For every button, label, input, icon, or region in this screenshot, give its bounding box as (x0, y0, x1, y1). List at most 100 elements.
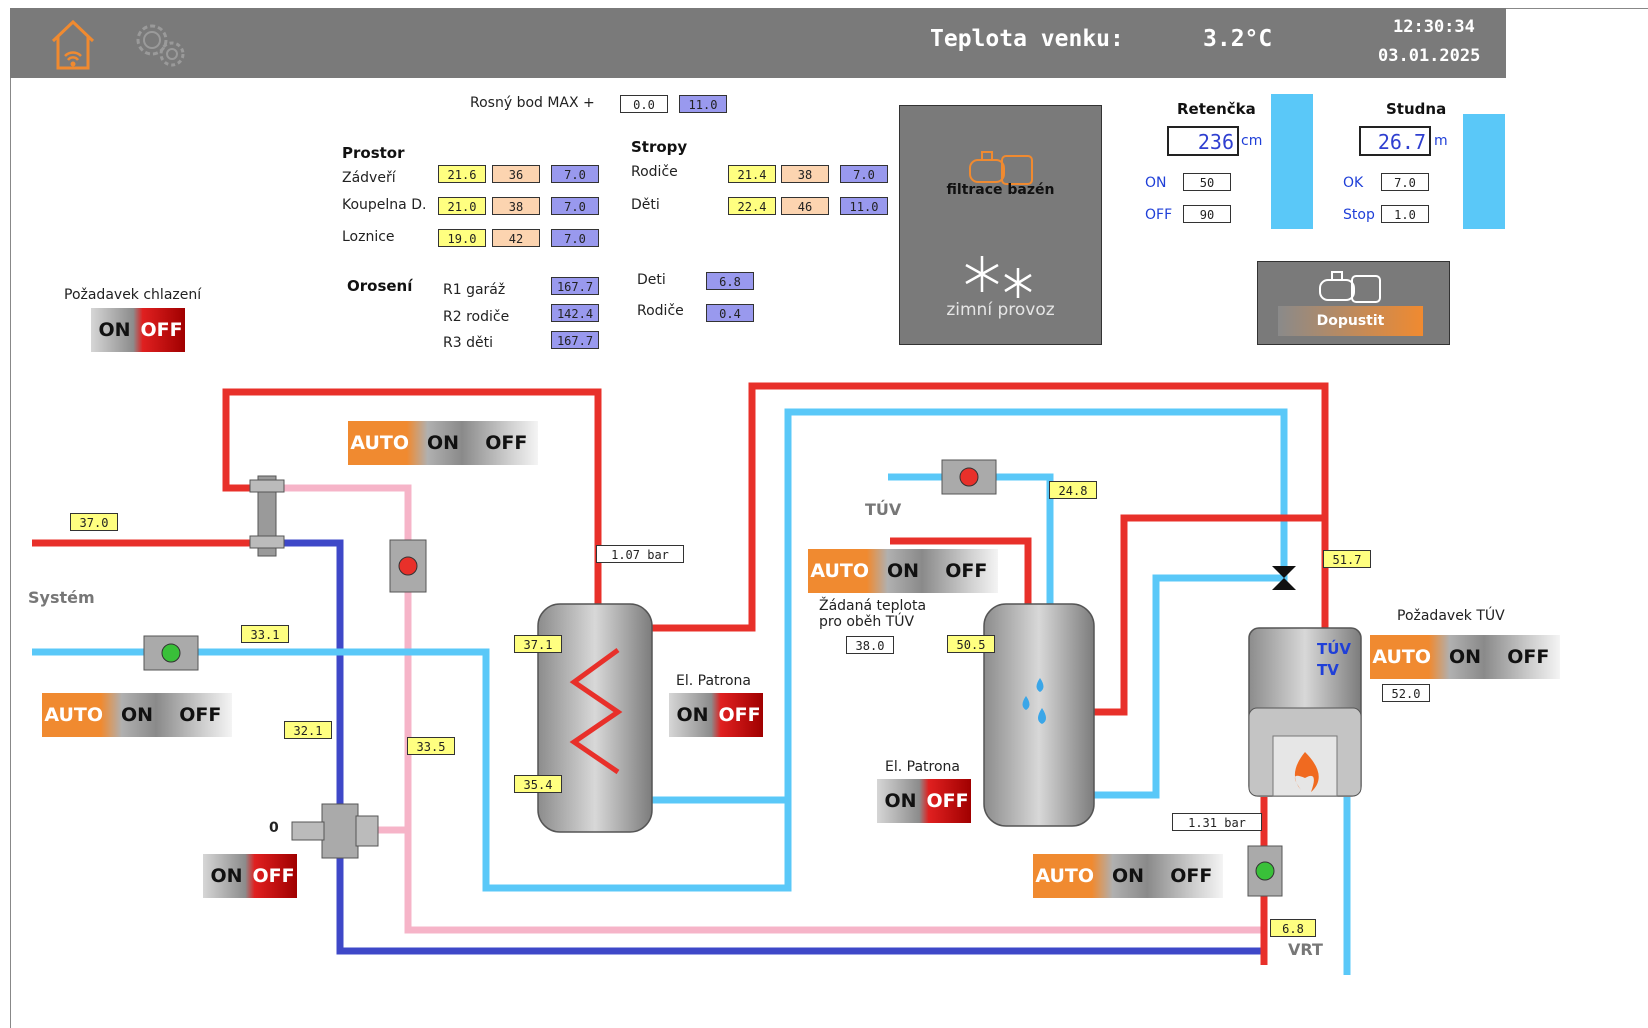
boiler-pressure: 1.31 bar (1172, 813, 1262, 831)
mode-auto[interactable]: AUTO (1372, 646, 1431, 668)
mode-off[interactable]: OFF (485, 432, 528, 454)
studna-stop-value[interactable]: 1.0 (1381, 205, 1429, 223)
valve-on[interactable]: ON (210, 865, 243, 887)
dew-point-label: Rosný bod MAX + (470, 95, 595, 111)
left-border (10, 78, 11, 1028)
tuv-request-temp[interactable]: 38.0 (846, 636, 894, 654)
mode-on[interactable]: ON (426, 432, 460, 454)
vrt-value: 6.8 (1270, 919, 1316, 937)
oroseni-r3-label: R3 děti (443, 335, 493, 351)
heater1-on[interactable]: ON (676, 704, 709, 726)
system-pump-mode-switch[interactable]: AUTO ON OFF (42, 693, 232, 737)
stropy-dew-1: 7.0 (840, 165, 888, 183)
boiler-pump (1247, 845, 1283, 897)
system-pump (143, 635, 199, 671)
heater2-off[interactable]: OFF (926, 790, 969, 812)
prostor-hum-2: 38 (492, 197, 540, 215)
boiler-out-temp: 51.7 (1323, 550, 1371, 568)
system-mix-temp: 32.1 (284, 721, 332, 739)
mode-auto[interactable]: AUTO (1035, 865, 1094, 887)
tuv-demand-value[interactable]: 52.0 (1382, 684, 1430, 702)
buffer-tank (537, 603, 653, 833)
mode-on[interactable]: ON (120, 704, 154, 726)
stropy-title: Stropy (631, 138, 688, 156)
refill-button[interactable]: Dopustit (1278, 306, 1423, 336)
prostor-title: Prostor (342, 144, 405, 162)
tuv-heater-switch[interactable]: ON OFF (877, 779, 971, 823)
mode-off[interactable]: OFF (1170, 865, 1213, 887)
pool-filter-label[interactable]: filtrace bazén (946, 182, 1055, 198)
oroseni-r2-label: R2 rodiče (443, 309, 510, 325)
tuv-circulation-pump (941, 459, 997, 495)
dew-point-max: 11.0 (679, 95, 727, 113)
tuv-request-label-1: Žádaná teplota (819, 598, 927, 614)
cooling-on[interactable]: ON (98, 319, 131, 341)
mode-off[interactable]: OFF (945, 560, 988, 582)
snowflake-icon[interactable] (960, 252, 1040, 302)
stropy-dew-2: 11.0 (840, 197, 888, 215)
pink-circulation-pump (389, 539, 427, 593)
pipe-pink (266, 484, 1264, 934)
refill-panel: Dopustit (1257, 261, 1450, 345)
mode-auto[interactable]: AUTO (44, 704, 103, 726)
prostor-room-2: Koupelna D. (342, 197, 427, 213)
tuv-circulation-mode-switch[interactable]: AUTO ON OFF (808, 549, 998, 593)
retencka-level-value: 236 (1167, 126, 1239, 156)
system-label: Systém (28, 588, 95, 607)
tank1-heater-switch[interactable]: ON OFF (669, 693, 763, 737)
mode-auto[interactable]: AUTO (350, 432, 409, 454)
mode-on[interactable]: ON (1111, 865, 1145, 887)
tuv-heater-label: El. Patrona (885, 759, 960, 775)
pipe-cold-system (32, 408, 1288, 892)
valve-off[interactable]: OFF (252, 865, 295, 887)
heater2-on[interactable]: ON (884, 790, 917, 812)
mode-auto[interactable]: AUTO (810, 560, 869, 582)
vrt-label: VRT (1288, 940, 1323, 959)
oroseni-title: Orosení (347, 277, 413, 295)
outdoor-temp-value: 3.2°C (1203, 26, 1273, 52)
mixing-valve-switch[interactable]: ON OFF (203, 854, 297, 898)
tank1-heater-label: El. Patrona (676, 673, 751, 689)
system-pressure: 1.07 bar (596, 545, 684, 563)
cooling-on-off-switch[interactable]: ON OFF (91, 308, 185, 352)
oroseni-rodice-label: Rodiče (637, 303, 684, 319)
boiler-pump-mode-switch[interactable]: AUTO ON OFF (1033, 854, 1223, 898)
pool-pump-icon[interactable] (966, 146, 1036, 186)
prostor-dew-1: 7.0 (551, 165, 599, 183)
retencka-title: Retenčka (1177, 100, 1256, 118)
three-way-valve (1272, 566, 1296, 590)
stropy-room-2: Děti (631, 197, 660, 213)
clock-date: 03.01.2025 (1378, 46, 1481, 66)
cooling-request-label: Požadavek chlazení (64, 287, 202, 303)
retencka-level-bar (1271, 94, 1313, 229)
mode-on[interactable]: ON (886, 560, 920, 582)
retencka-on-value[interactable]: 50 (1183, 173, 1231, 191)
prostor-hum-3: 42 (492, 229, 540, 247)
mode-off[interactable]: OFF (179, 704, 222, 726)
mode-off[interactable]: OFF (1507, 646, 1550, 668)
system-return-temp: 33.1 (241, 625, 289, 643)
stropy-temp-2: 22.4 (728, 197, 776, 215)
heater1-off[interactable]: OFF (718, 704, 761, 726)
mode-on[interactable]: ON (1448, 646, 1482, 668)
refill-pump-icon (1319, 271, 1381, 303)
boiler (1248, 627, 1362, 797)
studna-ok-value[interactable]: 7.0 (1381, 173, 1429, 191)
tank1-top-temp: 37.1 (514, 635, 562, 653)
stropy-temp-1: 21.4 (728, 165, 776, 183)
outdoor-temp-label: Teplota venku: (930, 26, 1124, 52)
oroseni-r1-value: 167.7 (551, 277, 599, 295)
tuv-tank-temp: 50.5 (947, 635, 995, 653)
settings-gears-icon[interactable] (128, 16, 192, 72)
oroseni-deti-label: Deti (637, 272, 666, 288)
prostor-hum-1: 36 (492, 165, 540, 183)
tuv-request-mode-switch[interactable]: AUTO ON OFF (1370, 635, 1560, 679)
cooling-off[interactable]: OFF (140, 319, 183, 341)
winter-mode-label[interactable]: zimní provoz (946, 300, 1055, 320)
retencka-off-value[interactable]: 90 (1183, 205, 1231, 223)
dew-point-offset[interactable]: 0.0 (620, 95, 668, 113)
retencka-off-label: OFF (1145, 207, 1173, 223)
mixing-pump-mode-switch[interactable]: AUTO ON OFF (348, 421, 538, 465)
home-wifi-icon[interactable] (48, 16, 98, 72)
boiler-tuv-label: TÚV (1317, 640, 1352, 658)
